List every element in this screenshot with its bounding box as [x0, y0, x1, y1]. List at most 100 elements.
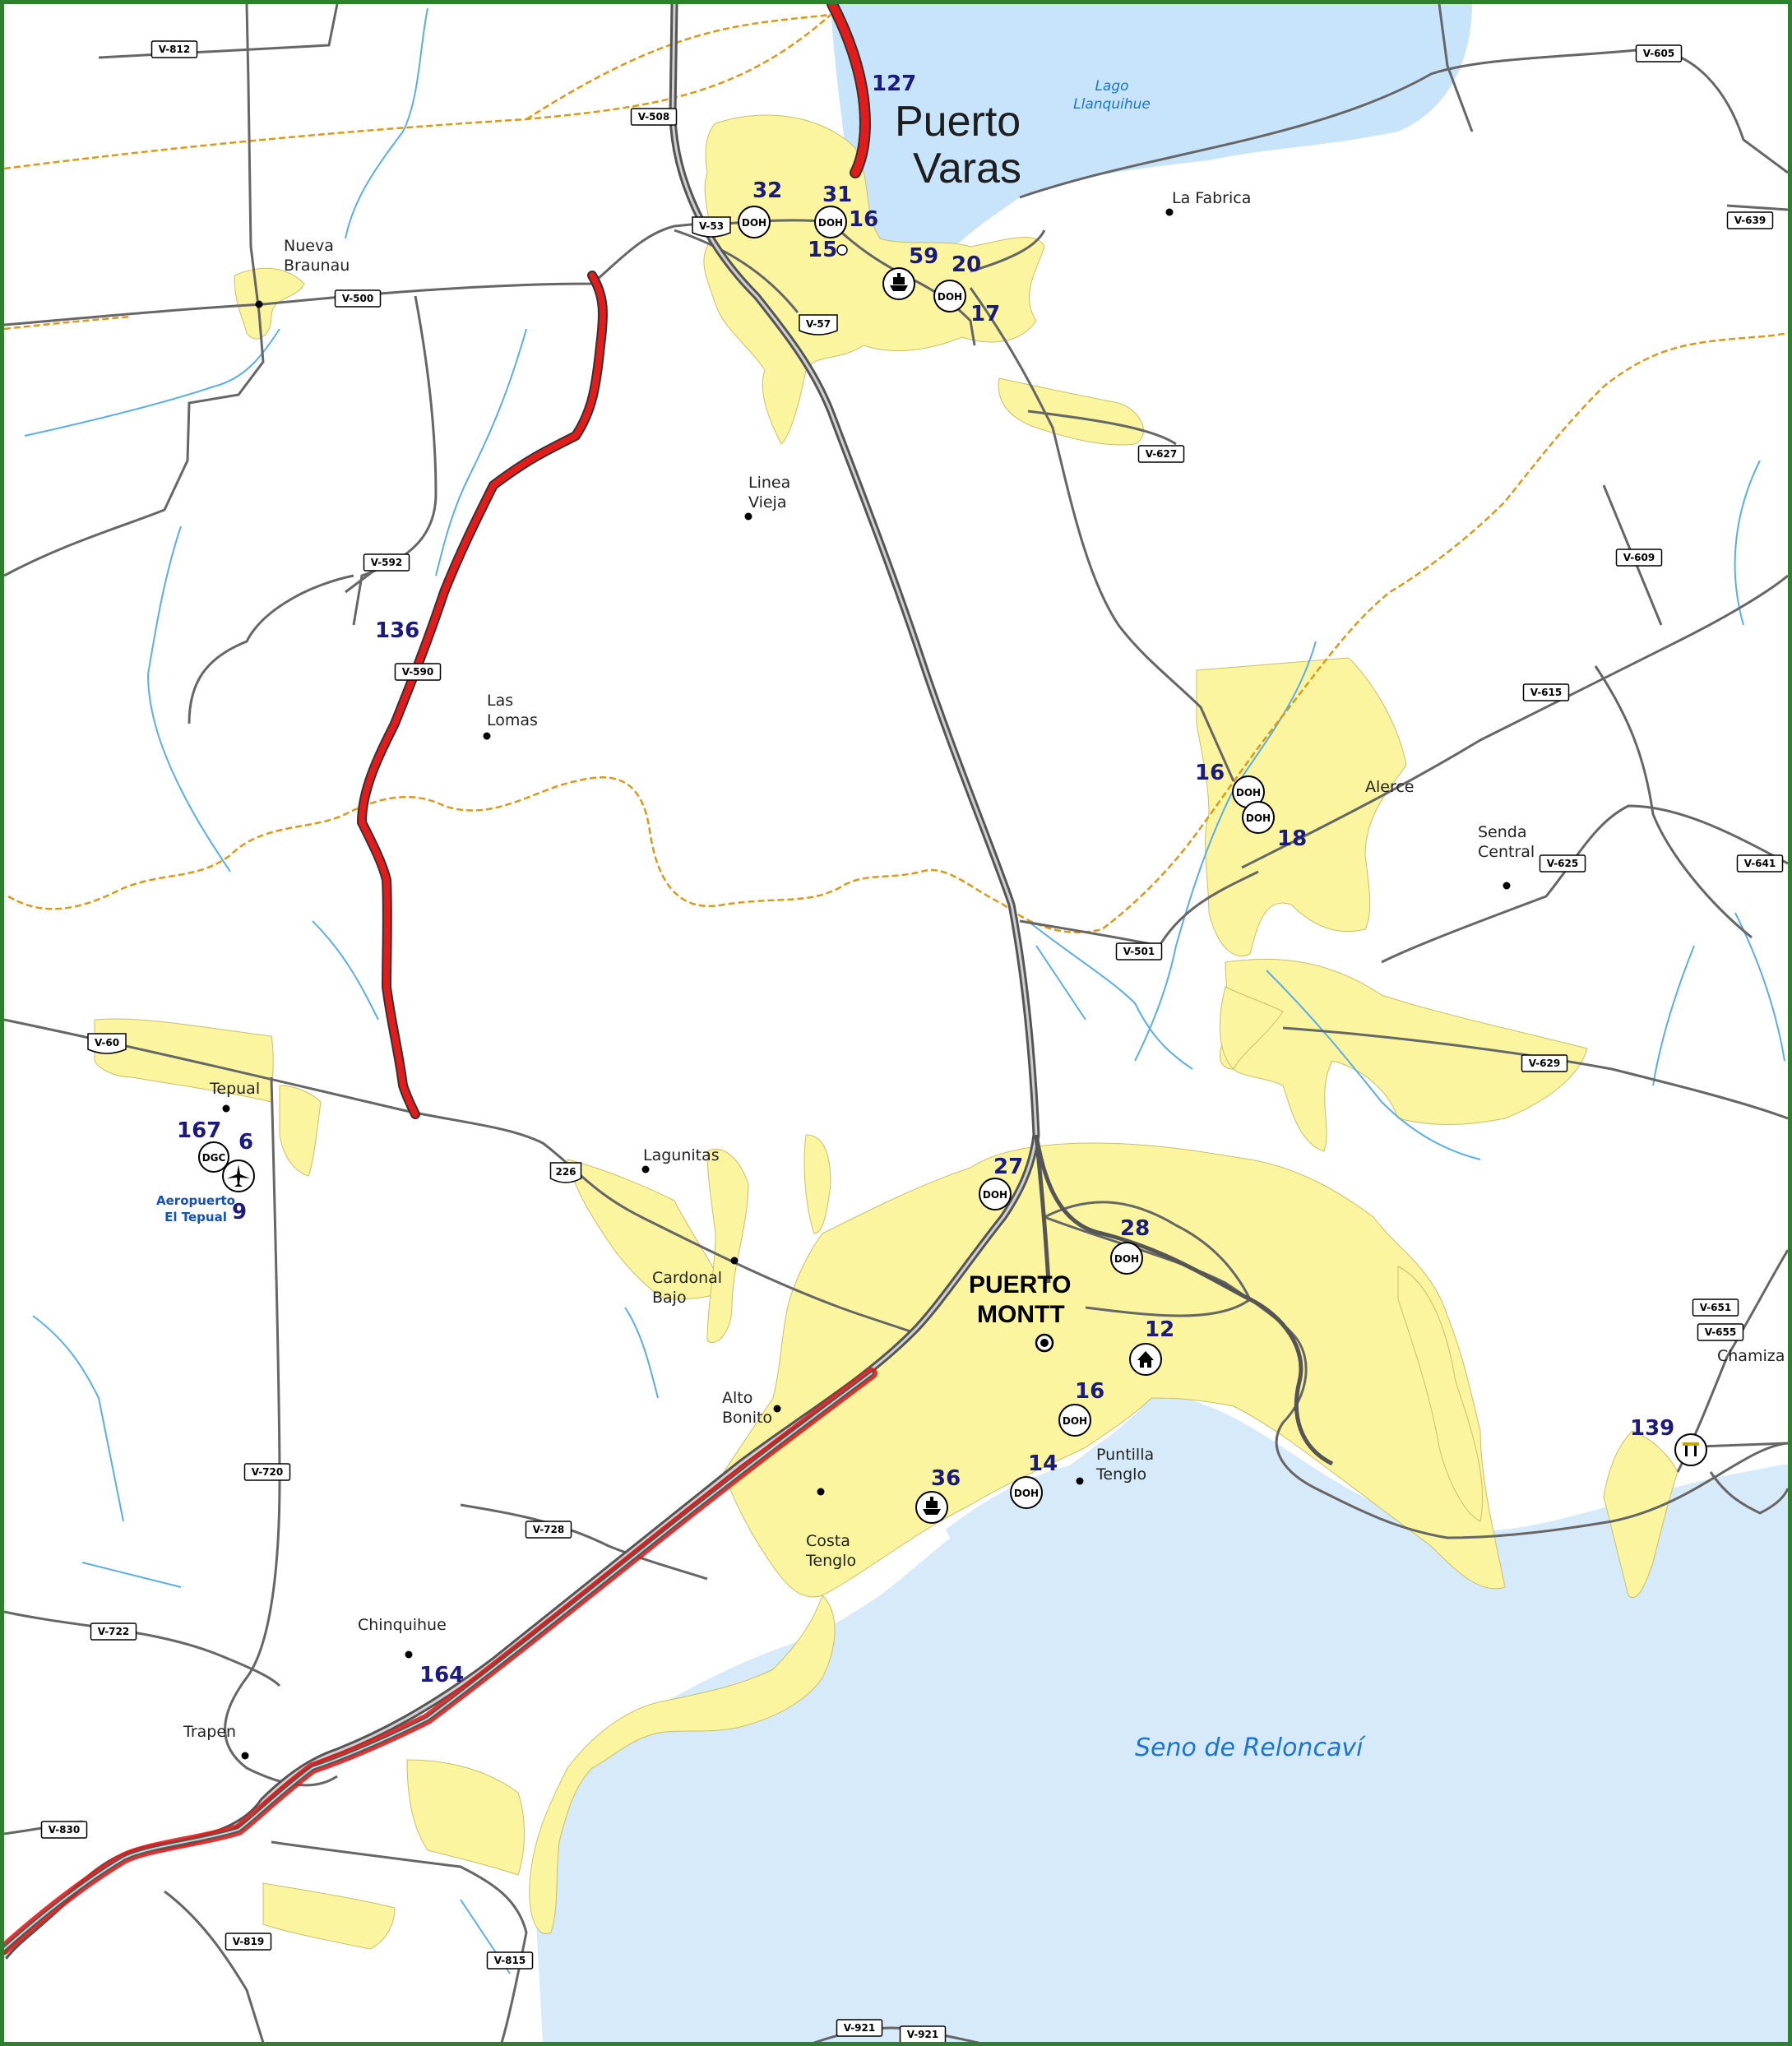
route-shield-226: 226: [549, 1162, 582, 1183]
place-dot-alto-bonito: [773, 1405, 781, 1413]
km-number-127: 127: [872, 72, 916, 96]
svg-text:DOH: DOH: [1063, 1415, 1087, 1427]
airport-icon: [222, 1160, 255, 1192]
km-number-15: 15: [808, 238, 837, 262]
km-number-14: 14: [1028, 1451, 1058, 1476]
route-shield-v-60: V-60: [87, 1033, 127, 1054]
route-shield-v-921: V-921: [836, 2019, 883, 2037]
svg-text:V-655: V-655: [1705, 1326, 1736, 1338]
svg-text:V-500: V-500: [342, 293, 373, 304]
doh-marker: DOH: [1058, 1404, 1091, 1437]
svg-text:V-53: V-53: [699, 220, 724, 232]
doh-marker: DOH: [738, 206, 771, 238]
svg-text:V-625: V-625: [1547, 858, 1578, 869]
route-shield-v-815: V-815: [486, 1951, 534, 1970]
route-shield-v-728: V-728: [525, 1521, 572, 1539]
svg-text:V-501: V-501: [1123, 946, 1155, 957]
km-number-28: 28: [1120, 1216, 1150, 1241]
svg-text:V-615: V-615: [1530, 687, 1562, 698]
route-shield-v-655: V-655: [1697, 1323, 1744, 1341]
doh-marker: DOH: [933, 280, 966, 312]
svg-text:DOH: DOH: [983, 1189, 1007, 1201]
place-dot-puntilla-tenglo: [1076, 1477, 1084, 1485]
svg-text:V-921: V-921: [844, 2022, 875, 2034]
svg-text:226: 226: [555, 1166, 576, 1178]
ferry-icon: [915, 1491, 948, 1524]
route-shield-v-615: V-615: [1522, 683, 1570, 701]
place-dot-la-fabrica: [1165, 208, 1174, 216]
svg-text:DOH: DOH: [1014, 1488, 1039, 1499]
route-shield-v-720: V-720: [243, 1463, 291, 1481]
km-number-6: 6: [238, 1130, 253, 1155]
place-dot-linea-vieja: [744, 512, 752, 521]
svg-text:V-627: V-627: [1146, 448, 1177, 460]
place-dot-las-lomas: [483, 732, 491, 740]
place-label-chamiza: Chamiza: [1717, 1347, 1785, 1365]
km-number-17: 17: [970, 302, 1000, 326]
route-shield-v-609: V-609: [1615, 549, 1663, 567]
puerto-montt-label-1: PUERTO: [969, 1271, 1071, 1298]
place-label-trapen: Trapen: [183, 1723, 236, 1741]
km-number-27: 27: [993, 1155, 1023, 1179]
doh-marker: DOH: [814, 206, 847, 238]
svg-text:DGC: DGC: [202, 1152, 226, 1164]
doh-marker: DOH: [1242, 801, 1275, 834]
km-number-16: 16: [1075, 1379, 1104, 1404]
puerto-varas-marker: [836, 244, 848, 256]
svg-text:V-639: V-639: [1734, 215, 1766, 226]
route-shield-v-508: V-508: [630, 108, 678, 126]
doh-marker: DOH: [1010, 1476, 1043, 1509]
place-label-alerce: Alerce: [1365, 778, 1415, 796]
svg-text:DOH: DOH: [742, 217, 766, 229]
svg-text:DOH: DOH: [818, 217, 843, 229]
airport-label-1: Aeropuerto: [156, 1193, 235, 1208]
dgc-marker: DGC: [198, 1141, 229, 1173]
puerto-varas-label-2: Varas: [913, 145, 1021, 192]
place-dot-costa-tenglo: [817, 1488, 825, 1496]
route-shield-v-921: V-921: [899, 2025, 947, 2044]
svg-text:V-722: V-722: [98, 1626, 129, 1637]
route-shield-v-500: V-500: [334, 289, 382, 308]
svg-text:V-629: V-629: [1529, 1058, 1560, 1069]
svg-text:V-815: V-815: [494, 1955, 526, 1966]
km-number-164: 164: [419, 1663, 464, 1687]
svg-text:DOH: DOH: [1114, 1253, 1139, 1265]
km-number-32: 32: [752, 178, 782, 203]
route-shield-v-625: V-625: [1539, 854, 1586, 873]
place-dot-lagunitas: [641, 1165, 650, 1173]
ferry-icon: [882, 267, 915, 300]
place-dot-nueva-braunau: [255, 300, 263, 308]
km-number-16: 16: [849, 207, 878, 232]
km-number-20: 20: [952, 252, 981, 277]
place-dot-trapen: [241, 1752, 249, 1760]
svg-text:V-921: V-921: [907, 2029, 938, 2040]
km-number-136: 136: [375, 618, 419, 643]
seno-reloncavi-label: Seno de Reloncaví: [1135, 1734, 1366, 1762]
svg-text:DOH: DOH: [938, 291, 962, 303]
place-label-chinquihue: Chinquihue: [358, 1616, 447, 1634]
svg-text:V-592: V-592: [371, 557, 402, 568]
route-shield-v-722: V-722: [90, 1622, 137, 1641]
svg-text:V-819: V-819: [233, 1936, 264, 1947]
route-shield-v-627: V-627: [1137, 445, 1185, 463]
city-labels: Puerto Varas PUERTO MONTT: [895, 98, 1071, 1353]
svg-text:DOH: DOH: [1236, 787, 1261, 798]
km-number-36: 36: [931, 1466, 961, 1491]
place-label-lagunitas: Lagunitas: [643, 1146, 720, 1164]
route-shield-v-605: V-605: [1635, 44, 1683, 62]
doh-markers: DOH DOH DOH DOH DOH DOH DOH DOH DOH: [738, 206, 1275, 1509]
route-shield-v-590: V-590: [394, 663, 442, 681]
